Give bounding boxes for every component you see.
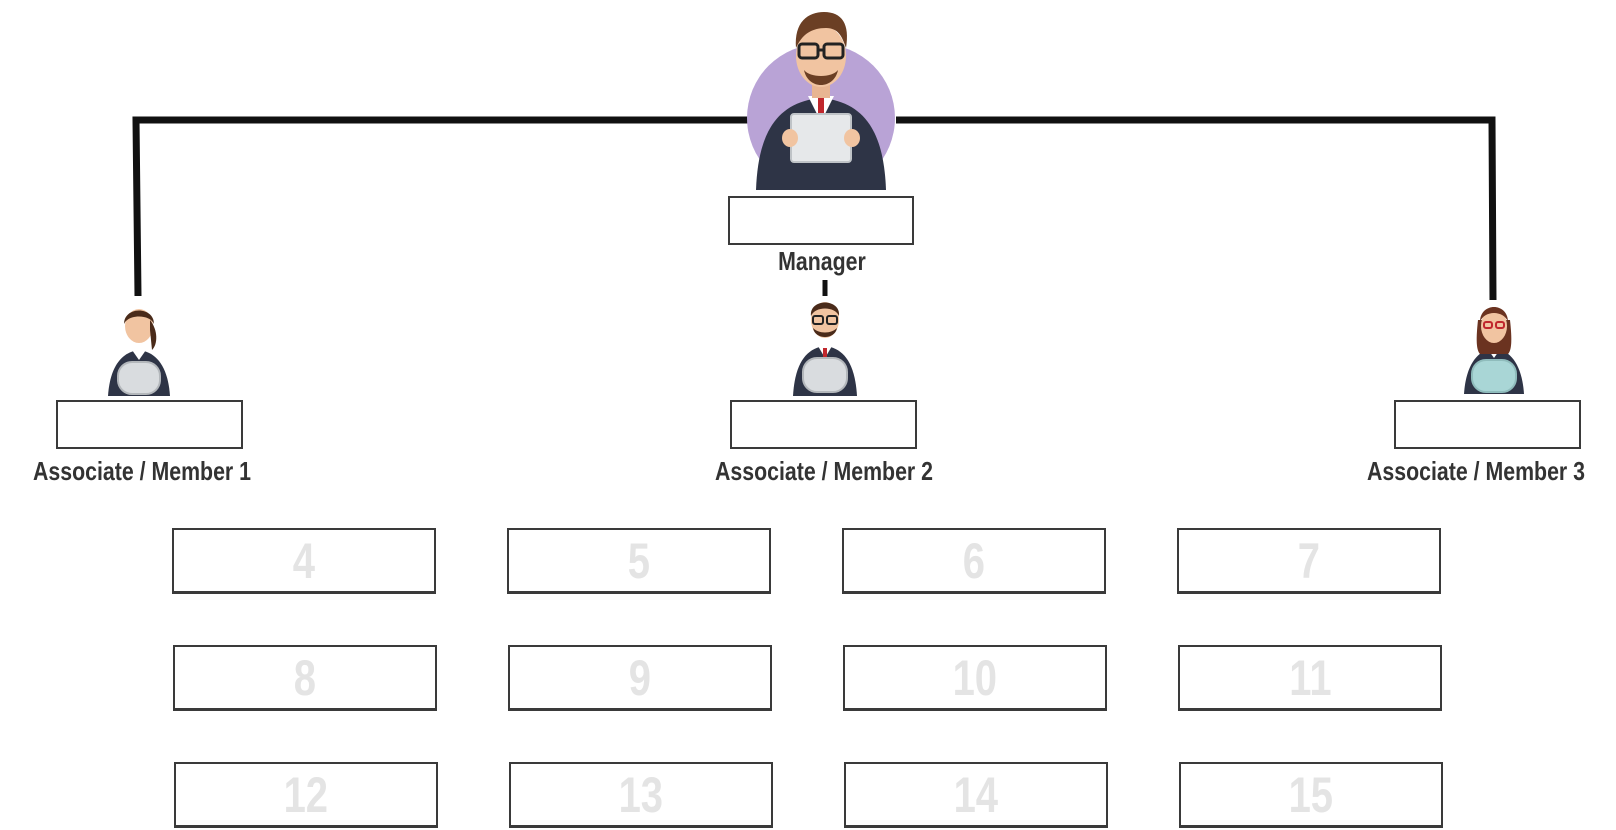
slot-box-4[interactable]: 4 — [172, 528, 436, 594]
manager-label: Manager — [778, 246, 866, 276]
slot-box-9[interactable]: 9 — [508, 645, 772, 711]
slot-number: 9 — [628, 649, 652, 706]
slot-box-12[interactable]: 12 — [174, 762, 438, 828]
slot-number: 4 — [292, 532, 316, 589]
associate-3-name-box[interactable] — [1394, 400, 1581, 449]
associate-2-name-box[interactable] — [730, 400, 917, 449]
manager-avatar-icon — [747, 12, 895, 190]
slot-box-13[interactable]: 13 — [509, 762, 773, 828]
associate-1-name-box[interactable] — [56, 400, 243, 449]
associate-1-avatar-icon — [108, 309, 170, 396]
slot-number: 8 — [293, 649, 317, 706]
slot-number: 12 — [283, 766, 329, 823]
slot-box-7[interactable]: 7 — [1177, 528, 1441, 594]
associate-3-label: Associate / Member 3 — [1366, 456, 1586, 486]
slot-number: 5 — [627, 532, 651, 589]
slot-number: 14 — [953, 766, 999, 823]
associate-3-avatar-icon — [1464, 307, 1524, 394]
associate-2-avatar-icon — [793, 302, 857, 396]
manager-name-box[interactable] — [728, 196, 914, 245]
slot-number: 15 — [1288, 766, 1334, 823]
slot-number: 11 — [1288, 649, 1332, 706]
slot-number: 13 — [618, 766, 664, 823]
slot-number: 7 — [1297, 532, 1321, 589]
slot-box-6[interactable]: 6 — [842, 528, 1106, 594]
slot-box-14[interactable]: 14 — [844, 762, 1108, 828]
connector-left — [132, 116, 750, 297]
associate-2-label: Associate / Member 2 — [714, 456, 934, 486]
slot-box-15[interactable]: 15 — [1179, 762, 1443, 828]
slot-box-11[interactable]: 11 — [1178, 645, 1442, 711]
slot-box-5[interactable]: 5 — [507, 528, 771, 594]
slot-number: 6 — [962, 532, 986, 589]
slot-box-8[interactable]: 8 — [173, 645, 437, 711]
slot-number: 10 — [952, 649, 998, 706]
slot-box-10[interactable]: 10 — [843, 645, 1107, 711]
connector-right — [896, 116, 1497, 301]
associate-1-label: Associate / Member 1 — [32, 456, 252, 486]
